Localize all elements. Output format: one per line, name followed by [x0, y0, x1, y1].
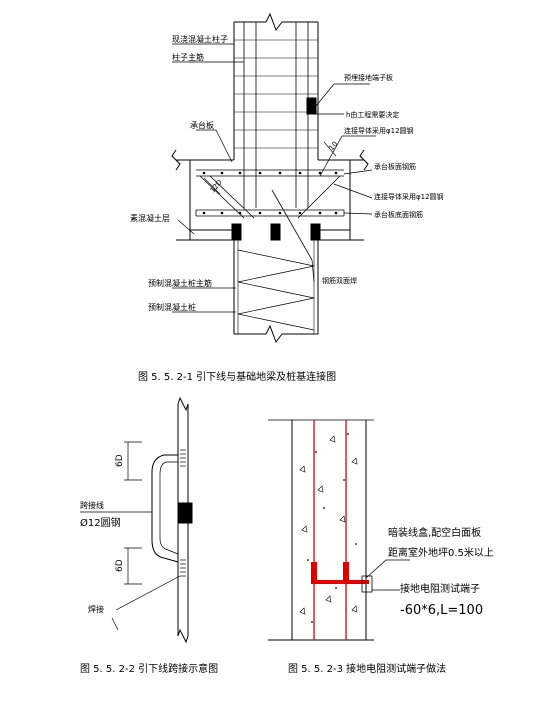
label-precast-pile: 预制混凝土桩 — [148, 302, 196, 312]
dim-line-top — [323, 141, 337, 157]
jumper-bar-inner — [159, 461, 179, 555]
label-conductor-bottom: 连接导体采用φ12圆钢 — [374, 192, 444, 201]
label-pile-main-bar: 预制混凝土桩主筋 — [148, 278, 212, 288]
plain-concrete-layer — [176, 230, 364, 241]
red-terminal-plates — [311, 562, 369, 584]
grounding-terminal-plate — [306, 97, 317, 115]
label-cap-bottom-bars: 承台板底面钢筋 — [374, 210, 423, 219]
label-jumper: 跨接线 — [80, 500, 104, 510]
pile-cap-outline — [176, 159, 364, 231]
wall-outline — [268, 420, 374, 641]
jumper-bar — [151, 454, 179, 563]
figure-1-caption: 图 5. 5. 2-1 引下线与基础地梁及桩基连接图 — [138, 370, 336, 383]
figure-1-foundation-connection — [171, 12, 376, 344]
label-6d-upper: 6D — [115, 454, 125, 467]
label-cast-column: 现浇混凝土柱子 — [172, 34, 228, 44]
dimension-6d-upper — [124, 441, 142, 481]
column-rebars — [243, 22, 309, 208]
label-height-note: 距离室外地坪0.5米以上 — [388, 546, 494, 559]
figure-3-test-terminal — [268, 419, 410, 641]
figure-3-caption: 图 5. 5. 2-3 接地电阻测试端子做法 — [288, 662, 446, 675]
label-column-main-bar: 柱子主筋 — [172, 52, 204, 62]
cap-top-bars — [196, 169, 344, 177]
rebar-section-dots — [202, 171, 338, 215]
label-h-note: h由工程需要决定 — [346, 110, 399, 119]
label-dim-top: 10 — [328, 140, 340, 152]
label-6d-lower: 6D — [115, 559, 125, 572]
label-double-weld: 钢筋双面焊 — [322, 276, 357, 285]
weld-hatching-lower — [180, 559, 186, 577]
label-jumper-spec: Ø12圆钢 — [80, 516, 121, 529]
expansion-joint-block — [177, 502, 193, 524]
leader-weld — [115, 575, 181, 611]
leader-box-note — [365, 559, 410, 579]
label-test-terminal: 接地电阻测试端子 — [400, 582, 480, 595]
label-concealed-box: 暗装线盒,配空白面板 — [388, 526, 481, 539]
label-cap-plate: 承台板 — [190, 120, 214, 130]
label-cap-top-bars: 承台板面钢筋 — [374, 162, 416, 171]
concrete-hatch — [299, 435, 358, 615]
weld-blocks — [231, 223, 321, 241]
label-grounding-terminal: 预埋接地端子板 — [344, 73, 393, 82]
label-weld: 焊接 — [88, 604, 104, 614]
concrete-dots — [307, 433, 357, 623]
cap-break-marks — [171, 149, 369, 171]
test-box — [361, 575, 373, 593]
leader-lines — [172, 43, 376, 313]
figure-2-jumper — [80, 396, 193, 644]
weld-hatching-upper — [180, 449, 186, 467]
label-terminal-spec: -60*6,L=100 — [400, 603, 483, 618]
cap-bottom-bars — [195, 209, 345, 217]
column-stirrups — [234, 39, 318, 149]
label-plain-concrete: 素混凝土层 — [130, 213, 170, 223]
label-dim-12d: 12D — [209, 178, 224, 194]
diagonal-conductors — [199, 175, 341, 261]
dimension-6d-lower — [124, 547, 142, 585]
figure-2-caption: 图 5. 5. 2-2 引下线跨接示意图 — [80, 662, 218, 675]
precast-pile — [233, 240, 319, 344]
red-down-conductors — [313, 420, 347, 640]
column-outline — [233, 12, 319, 160]
leader-weld-tick — [111, 617, 119, 631]
dim-line-12d — [203, 177, 221, 195]
label-conductor-top: 连接导体采用φ12圆钢 — [344, 126, 414, 135]
